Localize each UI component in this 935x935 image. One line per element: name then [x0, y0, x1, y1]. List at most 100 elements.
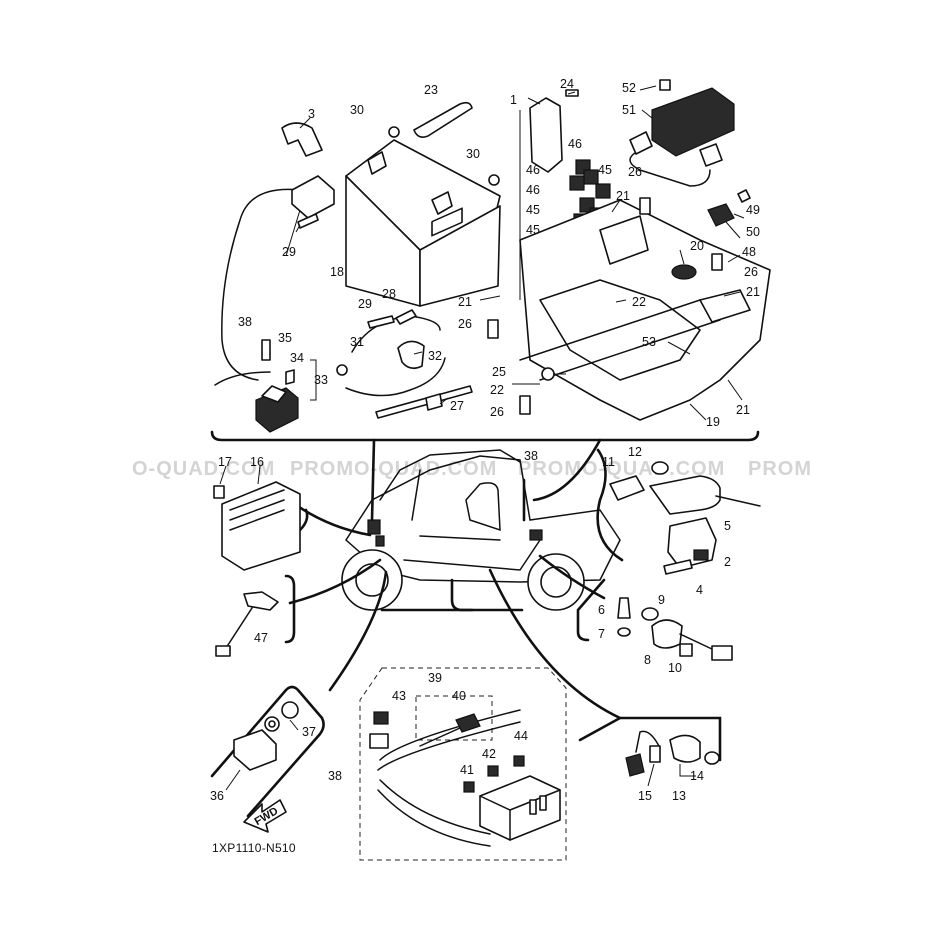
callout-23: 23 [424, 83, 438, 97]
callout-33: 33 [314, 373, 328, 387]
callout-4: 4 [696, 583, 703, 597]
callout-15: 15 [638, 789, 652, 803]
part-6-spark-plug [617, 597, 631, 619]
part-38-wire-left [221, 188, 301, 381]
part-2-ignition-coil [667, 517, 717, 569]
callout-27: 27 [450, 399, 464, 413]
part-32-terminal-cover [397, 340, 425, 370]
fuse-box [479, 775, 561, 841]
callout-49: 49 [746, 203, 760, 217]
part-8-sensor [651, 619, 733, 661]
part-9-o-ring [641, 607, 659, 621]
part-16-ecu [221, 481, 301, 571]
callout-45: 45 [526, 203, 540, 217]
callout-36: 36 [210, 789, 224, 803]
callout-25: 25 [492, 365, 506, 379]
callout-26: 26 [744, 265, 758, 279]
part-38-wire-harness [377, 709, 521, 847]
part-30-bolt [388, 126, 400, 138]
part-3-clamp [281, 122, 323, 157]
part-29-bolt [367, 315, 395, 329]
callout-26: 26 [490, 405, 504, 419]
callout-10: 10 [668, 661, 682, 675]
callout-32: 32 [428, 349, 442, 363]
callout-17: 17 [218, 455, 232, 469]
callout-50: 50 [746, 225, 760, 239]
callout-46: 46 [568, 137, 582, 151]
callout-51: 51 [622, 103, 636, 117]
callout-2: 2 [724, 555, 731, 569]
part-48-sensor [707, 203, 735, 227]
callout-26: 26 [628, 165, 642, 179]
part-47-sensor [215, 591, 279, 657]
bracket-13 [578, 716, 722, 762]
callout-28: 28 [382, 287, 396, 301]
part-46-relays [569, 159, 611, 199]
callout-31: 31 [350, 335, 364, 349]
callout-35: 35 [278, 331, 292, 345]
callout-22: 22 [490, 383, 504, 397]
callout-18: 18 [330, 265, 344, 279]
callout-43: 43 [392, 689, 406, 703]
callout-29: 29 [282, 245, 296, 259]
part-18-battery [345, 139, 501, 307]
part-20-grommet [671, 264, 697, 280]
callout-8: 8 [644, 653, 651, 667]
callout-24: 24 [560, 77, 574, 91]
watermark: O-QUAD.COM [132, 458, 275, 480]
callout-3: 3 [308, 107, 315, 121]
part-7-washer [617, 627, 631, 637]
part-26-bolt [711, 253, 723, 271]
bracket-36 [210, 685, 325, 818]
fwd-arrow: FWD [243, 799, 287, 833]
callout-21: 21 [736, 403, 750, 417]
part-52-bolt [659, 79, 671, 91]
callouts: 1 2 3 4 5 6 7 8 9 10 11 12 13 14 15 16 1… [210, 77, 760, 803]
part-30-bolt [488, 174, 500, 186]
part-31-cable [351, 315, 441, 353]
callout-30: 30 [466, 147, 480, 161]
part-19-battery-tray [519, 199, 771, 421]
callout-53: 53 [642, 335, 656, 349]
part-26-bolt [487, 319, 499, 339]
leader-lines [285, 85, 745, 421]
callout-12: 12 [628, 445, 642, 459]
callout-38: 38 [328, 769, 342, 783]
part-5-spark-plug-cap [649, 475, 761, 515]
callout-45: 45 [598, 163, 612, 177]
part-15-bolt [649, 745, 661, 763]
callout-9: 9 [658, 593, 665, 607]
part-26-bolt [519, 395, 531, 415]
watermark: PROMO-QUAD.COM [290, 458, 497, 480]
watermark: PROMO-QUAD.COM [518, 458, 725, 480]
watermark: PROM [748, 458, 812, 480]
wire-harness-detail-box [359, 667, 567, 861]
callout-5: 5 [724, 519, 731, 533]
callout-30: 30 [350, 103, 364, 117]
part-38-connector [369, 733, 389, 749]
callout-14: 14 [690, 769, 704, 783]
callout-16: 16 [250, 455, 264, 469]
callout-39: 39 [428, 671, 442, 685]
part-43-connector [373, 711, 389, 725]
part-44-fuse [513, 755, 525, 767]
part-35-bolt [261, 339, 271, 361]
drawing-code: 1XP1110-N510 [212, 841, 296, 855]
part-34-clip [285, 369, 295, 385]
callout-38: 38 [524, 449, 538, 463]
callout-21: 21 [616, 189, 630, 203]
part-14-o-ring [704, 751, 720, 765]
vehicle-outline [341, 449, 621, 611]
watermark-row: O-QUAD.COM PROMO-QUAD.COM PROMO-QUAD.COM… [132, 458, 812, 480]
part-25-nut [541, 367, 555, 381]
part-33-bolt [336, 364, 348, 376]
connector-lines [288, 438, 622, 720]
part-10-bolt [679, 643, 693, 657]
callout-42: 42 [482, 747, 496, 761]
callout-20: 20 [690, 239, 704, 253]
callout-47: 47 [254, 631, 268, 645]
callout-46: 46 [526, 183, 540, 197]
callout-44: 44 [514, 729, 528, 743]
callout-52: 52 [622, 81, 636, 95]
